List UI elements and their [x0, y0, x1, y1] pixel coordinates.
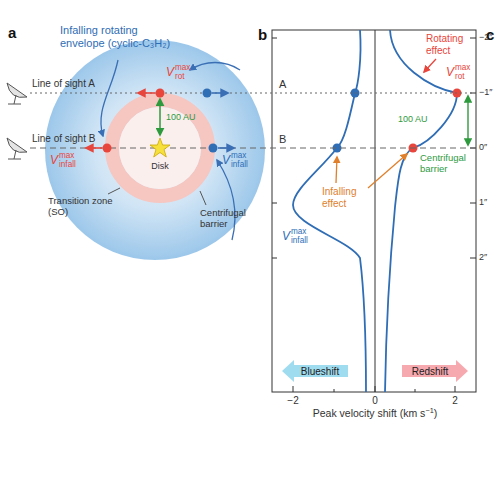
label-text: V: [446, 66, 454, 80]
label-text: V: [166, 66, 174, 80]
label-text: 0: [372, 395, 378, 407]
velocity-curve: [293, 30, 366, 392]
label-text: A: [279, 78, 286, 91]
subscript-text: infall: [291, 237, 308, 246]
label-text: Transition zone (SO): [48, 196, 122, 218]
math-label: Peak velocity shift (km s−1): [313, 407, 438, 419]
label-text: Centrifugal barrier: [200, 208, 262, 230]
label-text: −1″: [479, 87, 492, 97]
label-text: ): [434, 407, 438, 419]
label-text: V: [222, 154, 230, 168]
label-text: Peak velocity shift (km s: [313, 407, 426, 419]
infalling-effect-arrow: [336, 157, 337, 183]
math-label: Vmaxrot: [166, 64, 190, 81]
subscript-text: infall: [231, 161, 248, 170]
label-text: 100 AU: [166, 112, 196, 122]
superscript-text: max: [291, 228, 308, 237]
telescope-dish: [7, 83, 27, 104]
label-text: 0″: [479, 142, 487, 152]
subscript-text: infall: [59, 161, 76, 170]
envelope-illustration: [45, 40, 265, 260]
blueshift-arrow: Blueshift: [282, 360, 348, 382]
distance-arrow: [467, 96, 468, 145]
superscript-text: max: [59, 152, 76, 161]
superscript-text: max: [231, 152, 248, 161]
node-text: Blueshift: [282, 360, 348, 382]
math-label: Vmaxrot: [446, 64, 470, 81]
axis-ticks: [272, 38, 476, 392]
label-text: 2″: [479, 252, 487, 262]
label-text: V: [50, 154, 58, 168]
label-text: B: [279, 133, 286, 146]
subscript-text: rot: [455, 73, 470, 82]
label-text: Rotating effect: [426, 33, 474, 56]
label-text: −2: [287, 395, 298, 407]
superscript-text: max: [175, 64, 190, 73]
protostar-symbol: [149, 137, 171, 159]
node-text: Infalling rotating envelope (cyclic-C₃H₂…: [60, 24, 178, 50]
node-text: Redshift: [402, 360, 468, 382]
velocity-curve: [385, 30, 457, 392]
superscript-text: −1: [425, 407, 433, 415]
label-text: V: [282, 230, 290, 244]
plot-frame: [272, 30, 476, 392]
label-text: Centrifugal barrier: [420, 153, 476, 175]
node-text: Disk: [145, 161, 175, 171]
protostar-disk: Disk: [145, 137, 175, 177]
math-label: Vmaxinfall: [50, 152, 76, 169]
label-text: 2: [452, 395, 458, 407]
superscript-text: max: [455, 64, 470, 73]
math-label: Vmaxinfall: [222, 152, 248, 169]
envelope-region: Infalling rotating envelope (cyclic-C₃H₂…: [45, 40, 265, 260]
label-text: a: [8, 24, 16, 41]
index-stack: maxinfall: [291, 228, 308, 245]
math-label: Vmaxinfall: [282, 228, 308, 245]
label-text: b: [258, 26, 267, 43]
label-text: 100 AU: [398, 114, 428, 124]
redshift-arrow: Redshift: [402, 360, 468, 382]
index-stack: maxrot: [175, 64, 190, 81]
label-text: −2″: [479, 32, 492, 42]
index-stack: maxinfall: [231, 152, 248, 169]
infalling-effect-arrow: [368, 154, 407, 188]
index-stack: maxinfall: [59, 152, 76, 169]
rotating-effect-arrow: [424, 59, 436, 72]
label-text: Line of sight B: [32, 133, 95, 145]
label-text: 1″: [479, 197, 487, 207]
label-text: Line of sight A: [32, 78, 95, 90]
index-stack: maxrot: [455, 64, 470, 81]
telescope-dish: [7, 138, 27, 159]
zero-axis: [375, 30, 376, 392]
label-text: Infalling effect: [322, 186, 372, 209]
subscript-text: rot: [175, 73, 190, 82]
